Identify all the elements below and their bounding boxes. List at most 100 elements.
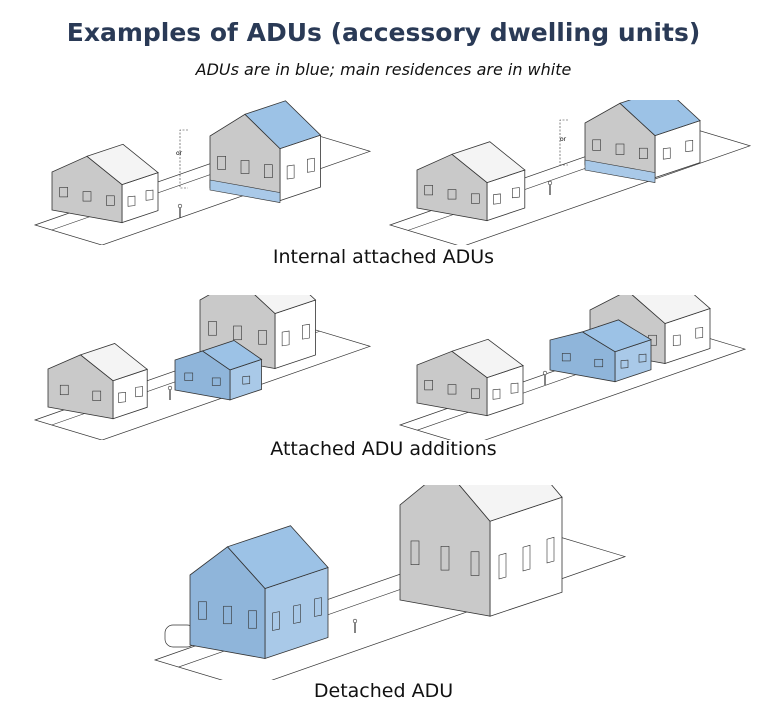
house-roof — [79, 343, 149, 382]
window — [217, 155, 226, 170]
window — [272, 611, 280, 631]
person-head — [352, 618, 358, 624]
window — [695, 327, 704, 339]
window — [248, 610, 257, 629]
window — [82, 191, 92, 202]
main-residence — [584, 100, 701, 179]
person-head — [542, 370, 548, 376]
window — [447, 384, 457, 395]
window — [440, 546, 450, 571]
window — [127, 195, 136, 207]
person-head — [167, 385, 173, 391]
window — [498, 552, 507, 580]
window — [242, 375, 251, 385]
window — [620, 359, 629, 369]
window — [592, 139, 601, 151]
window — [493, 193, 501, 205]
detached-garage — [416, 338, 524, 417]
window — [240, 160, 250, 174]
house-roof — [451, 338, 524, 379]
window — [223, 605, 232, 625]
house-roof — [226, 525, 329, 589]
window — [293, 604, 301, 624]
detached-garage — [47, 343, 149, 420]
attached-adu-addition — [174, 340, 263, 401]
person-figure — [542, 370, 548, 385]
detached-garage — [416, 141, 526, 222]
house-roof — [451, 141, 526, 184]
caption-attached-additions: Attached ADU additions — [270, 438, 497, 460]
window — [424, 185, 433, 196]
window — [492, 388, 501, 400]
window — [512, 187, 520, 199]
window — [447, 189, 457, 200]
window — [307, 157, 315, 173]
attached-adu-addition-illustration-2 — [398, 295, 747, 440]
window — [208, 321, 217, 336]
window — [211, 377, 221, 386]
person-head — [177, 203, 183, 209]
house-roof — [86, 143, 159, 186]
window — [233, 325, 242, 341]
window — [59, 187, 68, 198]
window — [471, 193, 480, 204]
person-figure — [352, 618, 358, 633]
window — [264, 164, 273, 178]
house-roof — [458, 485, 563, 522]
page-title: Examples of ADUs (accessory dwelling uni… — [66, 18, 701, 47]
window — [561, 353, 571, 362]
adu-basement-level — [209, 179, 281, 203]
window — [471, 388, 480, 399]
main-residence — [209, 100, 322, 202]
window — [410, 540, 420, 566]
window — [522, 544, 531, 572]
window — [546, 536, 555, 564]
page-subtitle: ADUs are in blue; main residences are in… — [195, 60, 572, 79]
window — [118, 391, 126, 403]
detached-adu-illustration — [153, 485, 627, 680]
house-roof — [201, 340, 263, 371]
person-figure — [167, 385, 173, 400]
window — [470, 551, 480, 576]
adu-basement-level — [584, 159, 656, 183]
height-marker-label-2: or — [560, 136, 567, 143]
window — [145, 189, 154, 201]
window — [184, 372, 194, 381]
window — [135, 386, 143, 398]
person-figure — [177, 203, 183, 218]
internal-attached-adu-illustration-2 — [388, 100, 752, 245]
window — [672, 334, 681, 347]
window — [258, 330, 267, 345]
house-roof — [631, 295, 711, 324]
house-roof — [244, 100, 322, 150]
window — [638, 353, 647, 363]
detached-garage — [51, 143, 159, 224]
window — [59, 384, 69, 396]
window — [424, 380, 433, 391]
house-roof — [619, 100, 701, 137]
main-residence — [399, 485, 563, 617]
house-roof — [254, 295, 317, 314]
window — [286, 164, 295, 180]
window — [615, 143, 625, 155]
window — [302, 323, 310, 340]
window — [314, 597, 322, 617]
person-head — [547, 180, 553, 186]
window — [685, 139, 694, 152]
internal-attached-adu-illustration-1 — [33, 100, 372, 245]
window — [594, 358, 604, 368]
window — [639, 147, 648, 160]
window — [281, 330, 290, 347]
window — [92, 390, 102, 401]
person-figure — [547, 180, 553, 195]
window — [662, 147, 671, 160]
caption-detached: Detached ADU — [313, 680, 454, 702]
detached-adu — [189, 525, 329, 660]
height-marker — [179, 129, 188, 189]
window — [106, 195, 115, 206]
window — [198, 601, 207, 620]
caption-internal-attached: Internal attached ADUs — [272, 246, 495, 268]
window — [510, 382, 519, 394]
height-marker-label-1: or — [176, 150, 183, 157]
height-marker — [559, 119, 568, 166]
